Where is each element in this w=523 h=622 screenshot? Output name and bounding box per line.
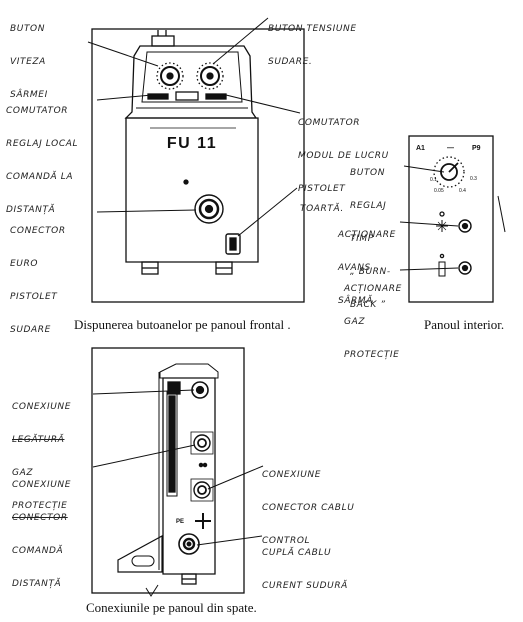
- callout-local-remote: COMUTATOR REGLAJ LOCAL COMANDĂ LA DISTAN…: [6, 106, 79, 215]
- callout-remote-connector: CONEXIUNE CONECTOR COMANDĂ DISTANȚĂ: [12, 480, 72, 589]
- interior-panel-caption: Panoul interior.: [424, 317, 505, 332]
- euro-connector-drawing: [194, 194, 224, 224]
- interior-label-p9: P9: [472, 145, 481, 152]
- rear-panel-drawing: [91, 347, 245, 594]
- callout-control-connector: CONEXIUNE CONECTOR CABLU CONTROL: [262, 470, 355, 546]
- front-leaders: [87, 17, 301, 237]
- control-connector-drawing: [190, 478, 214, 502]
- wire-speed-knob: [156, 62, 184, 90]
- remote-connector-drawing: [190, 431, 214, 455]
- local-remote-switch: [147, 93, 169, 100]
- handle-drawing: [225, 233, 241, 255]
- model-label: FU 11: [167, 135, 217, 152]
- front-control-module: [124, 45, 258, 119]
- svg-text:0.4: 0.4: [459, 188, 466, 194]
- callout-wire-feed: ACȚIONARE AVANS SÂRMĂ: [338, 230, 396, 306]
- interior-label-a1: A1: [416, 145, 425, 152]
- callout-current-cable: CUPLĂ CABLU CURENT SUDURĂ: [262, 548, 348, 591]
- svg-text:PE: PE: [176, 519, 184, 525]
- callout-euro-connector: CONECTOR EURO PISTOLET SUDARE: [10, 226, 66, 335]
- interior-frame: [408, 135, 494, 303]
- front-frame: [91, 28, 305, 303]
- front-panel-drawing: [91, 28, 305, 303]
- callout-torch-mode: COMUTATOR MODUL DE LUCRU PISTOLET: [298, 118, 389, 194]
- callout-burnback: BUTON REGLAJ TIMP „ BURN- BACK ”: [350, 168, 391, 310]
- burnback-dial-drawing: [433, 156, 465, 188]
- svg-text:0.05: 0.05: [434, 188, 444, 194]
- interior-label-mid: —: [447, 145, 454, 152]
- wire-feed-button-drawing: [436, 211, 472, 233]
- rear-panel-caption: Conexiunile pe panoul din spate.: [86, 600, 257, 615]
- interior-leaders: [399, 165, 459, 271]
- callout-handle: TOARTĂ.: [300, 204, 344, 214]
- torch-mode-switch: [205, 93, 227, 100]
- rear-frame: [91, 347, 245, 594]
- interior-panel-drawing: 0.1 0.05 0.4 0.3: [408, 135, 506, 303]
- current-socket-drawing: [178, 533, 200, 555]
- callout-weld-voltage: BUTON TENSIUNE SUDARE.: [268, 24, 357, 67]
- weld-voltage-knob: [196, 62, 224, 90]
- check-mark: [145, 584, 159, 597]
- rear-leaders: [92, 389, 264, 546]
- callout-gas: ACȚIONARE GAZ PROTECȚIE: [344, 284, 402, 360]
- callout-gas-connection: CONEXIUNE LEGĂTURĂ GAZ PROTECȚIE: [12, 402, 72, 511]
- front-panel-caption: Dispunerea butoanelor pe panoul frontal …: [74, 317, 291, 332]
- svg-text:0.1: 0.1: [430, 177, 437, 183]
- gas-button-drawing: [438, 253, 472, 277]
- callout-wire-speed: BUTON VITEZA SÂRMEI: [10, 24, 48, 100]
- svg-text:0.3: 0.3: [470, 176, 477, 182]
